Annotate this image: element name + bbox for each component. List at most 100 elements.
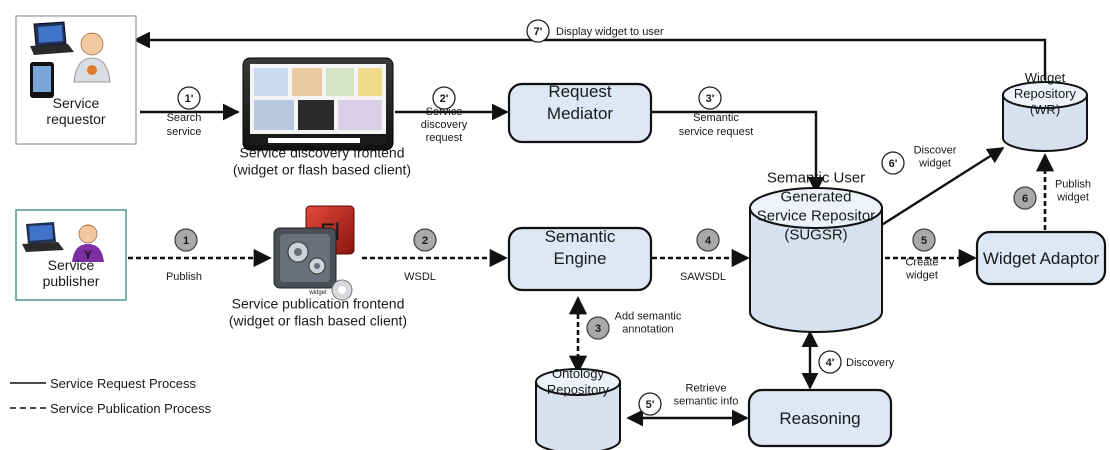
publication-process-arrows [128,153,1055,374]
step-5p-number: 5' [646,399,655,411]
laptop-icon [30,21,74,55]
text-line: Repository [1014,86,1077,101]
text-line: request [426,132,463,144]
step-3p-number: 3' [706,93,715,105]
text-line: (WR) [1030,102,1060,117]
text-line: publisher [43,273,100,289]
step-1p-number: 1' [185,93,194,105]
widget-adaptor-label: Widget Adaptor [983,249,1100,268]
text-line: Reasoning [779,409,860,428]
text-line: Engine [554,249,607,268]
text-line: Display widget to user [556,26,664,38]
step-4-number: 4 [705,235,712,247]
step-5-number: 5 [921,235,927,247]
text-line: Semantic User [767,170,865,187]
text-line: Widget [1025,70,1066,85]
discovery-frontend: Search Go Service discovery frontend(wid… [233,57,411,178]
text-line: Mediator [547,104,613,123]
text-line: semantic info [674,396,739,408]
text-line: Service discovery frontend [240,145,405,161]
text-line: Request [548,82,612,101]
step-1p-badge [177,86,201,110]
text-line: Ontology [552,366,605,381]
text-line: (widget or flash based client) [229,313,407,329]
step-6-badge [1013,186,1037,210]
text-line: Publish [166,271,202,283]
publication-frontend-label: Service publication frontend(widget or f… [229,296,407,329]
arrow-discover-widget [879,146,1005,228]
text-line: Discover [914,145,957,157]
step-7p-badge [526,19,550,43]
step-7p-label: Display widget to user [556,26,664,38]
text-line: (widget or flash based client) [233,162,411,178]
legend-publication-label: Service Publication Process [50,401,212,416]
step-4p-badge [818,350,842,374]
screen-search-text: Search [253,139,269,145]
text-line: (SUGSR) [784,227,847,244]
text-line: Generated [781,189,852,206]
step-3p-badge [698,86,722,110]
step-2-badge [413,228,437,252]
request-process-arrows [133,31,1047,427]
step-3-number: 3 [595,323,601,335]
text-line: Service publication frontend [232,296,405,312]
text-line: SAWSDL [680,271,726,283]
step-1-number: 1 [183,235,189,247]
text-line: Service [426,106,463,118]
step-4p-label: Discovery [846,357,895,369]
text-line: widget [1056,192,1089,204]
text-line: Service Repositor [757,208,875,225]
text-line: Create [905,257,938,269]
text-line: Service [48,257,95,273]
step-6p-badge [881,151,905,175]
text-line: Discovery [846,357,895,369]
step-4-label: SAWSDL [680,271,726,283]
step-2p-badge [432,86,456,110]
step-6-number: 6 [1022,193,1028,205]
text-line: Retrieve [686,383,727,395]
step-1-label: Publish [166,271,202,283]
step-2p-number: 2' [440,93,449,105]
step-1-badge [174,228,198,252]
arrow-display-widget [133,31,1047,80]
legend-request-label: Service Request Process [50,376,196,391]
screen-go-text: Go [370,139,377,145]
widget-caption: widget [308,290,327,296]
step-5p-badge [638,392,662,416]
text-line: discovery [421,119,468,131]
text-line: WSDL [404,271,436,283]
step-7p-number: 7' [534,26,543,38]
yahoo-letter: Y [84,248,92,262]
text-line: Semantic [693,112,739,124]
text-line: Repository [547,382,610,397]
yahoo-person-icon: Y [72,224,104,262]
text-line: requestor [46,111,105,127]
legend: Service Request Process Service Publicat… [10,376,212,416]
arrow-semantic-request [652,110,825,194]
text-line: Search [167,112,202,124]
gear-widget-icon: widget [273,227,353,301]
step-2-label: WSDL [404,271,436,283]
widget-adaptor-box: Widget Adaptor [975,230,1107,286]
step-2-number: 2 [422,235,428,247]
text-line: annotation [622,324,673,336]
